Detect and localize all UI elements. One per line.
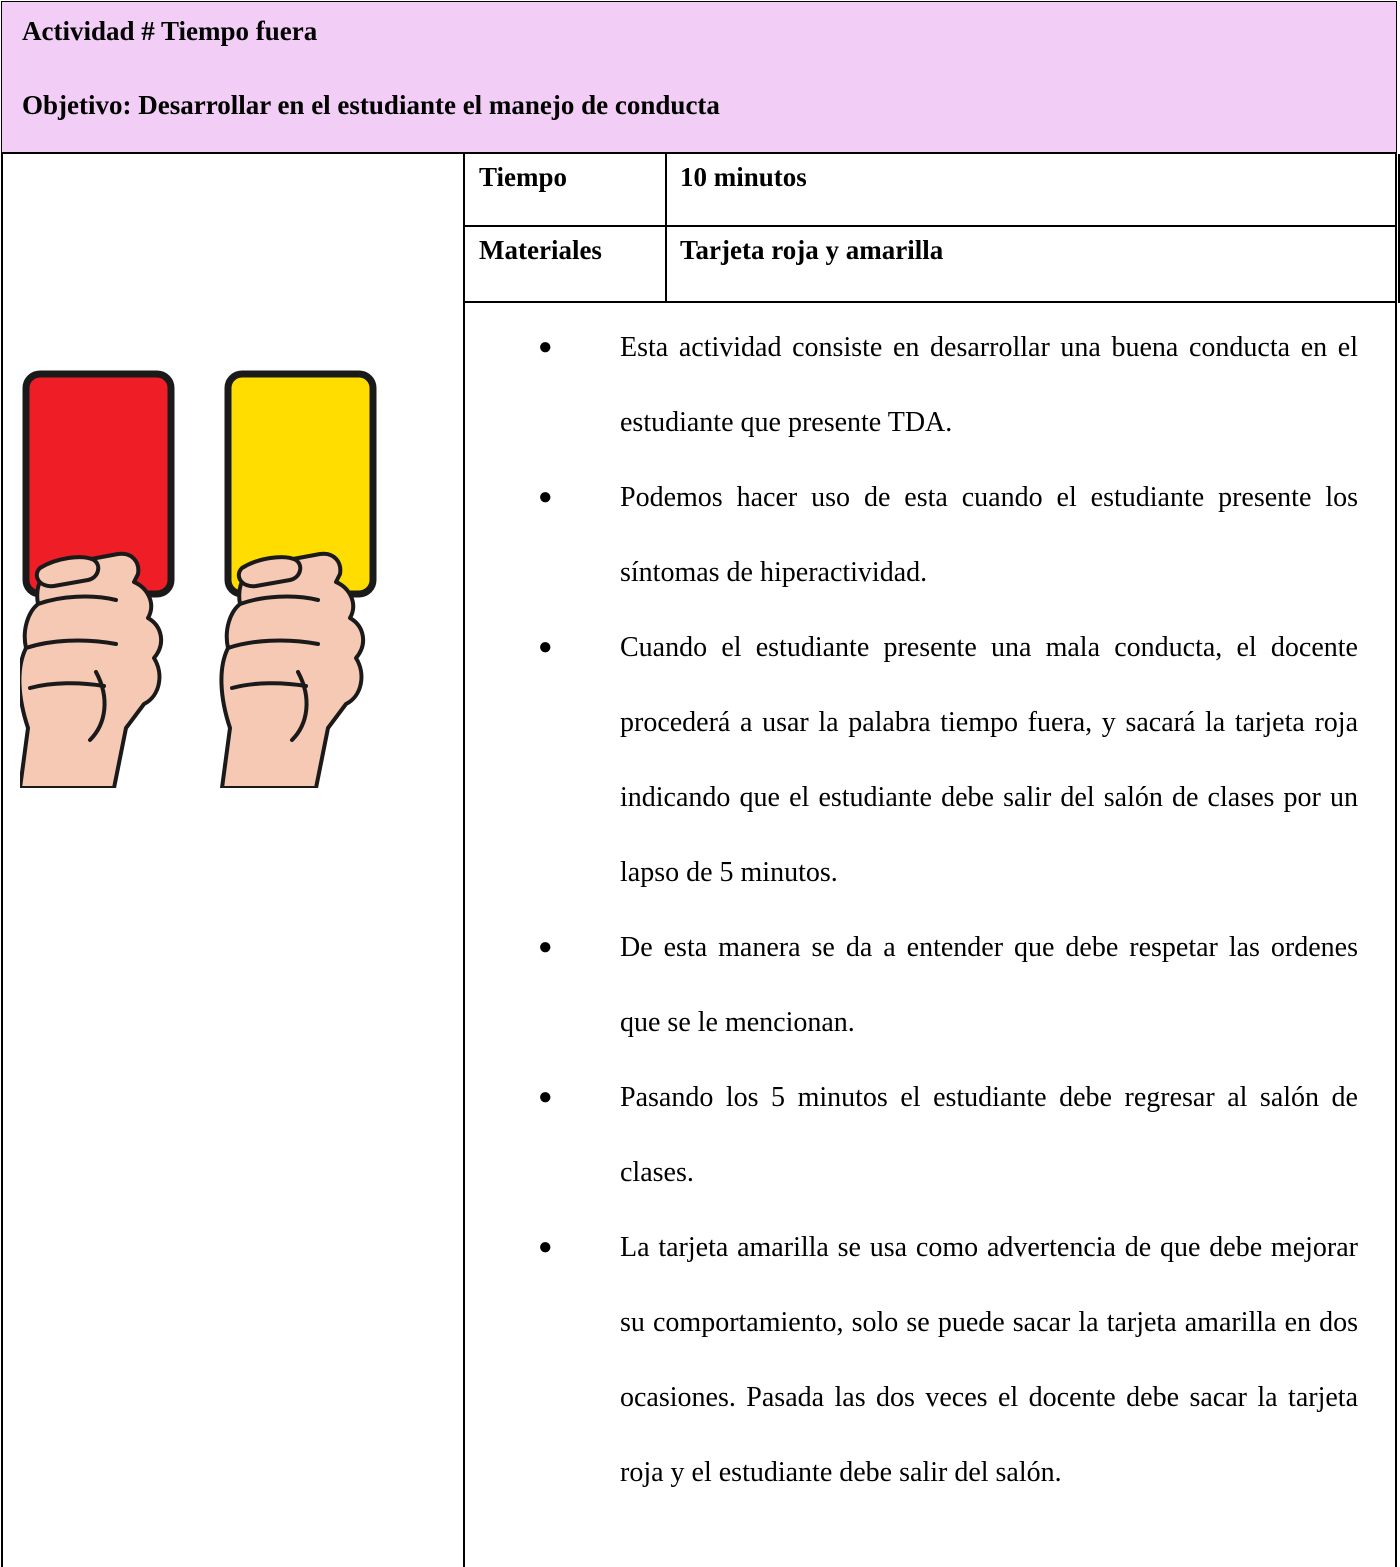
step-item: ●Esta actividad consiste en desarrollar … (538, 310, 1358, 460)
bullet-icon: ● (538, 484, 553, 510)
activity-steps: ●Esta actividad consiste en desarrollar … (538, 310, 1358, 1510)
time-value: 10 minutos (680, 162, 807, 192)
step-item: ●Pasando los 5 minutos el estudiante deb… (538, 1060, 1358, 1210)
bullet-icon: ● (538, 1234, 553, 1260)
activity-objective: Objetivo: Desarrollar en el estudiante e… (22, 90, 720, 120)
column-divider (463, 154, 465, 1567)
bullet-icon: ● (538, 934, 553, 960)
time-row: Tiempo 10 minutos (465, 154, 1396, 227)
activity-info: Tiempo 10 minutos Materiales Tarjeta roj… (465, 154, 1396, 303)
activity-title: Actividad # Tiempo fuera (22, 16, 318, 46)
step-item: ●Cuando el estudiante presente una mala … (538, 610, 1358, 910)
bullet-icon: ● (538, 1084, 553, 1110)
cell-divider (665, 154, 667, 225)
red-and-yellow-card-hands-icon (17, 368, 400, 790)
bullet-icon: ● (538, 634, 553, 660)
activity-header: Actividad # Tiempo fuera Objetivo: Desar… (2, 2, 1396, 154)
info-right-border (1398, 154, 1400, 303)
bullet-icon: ● (538, 334, 553, 360)
step-item: ●Podemos hacer uso de esta cuando el est… (538, 460, 1358, 610)
step-item: ●La tarjeta amarilla se usa como adverte… (538, 1210, 1358, 1510)
time-label: Tiempo (479, 162, 568, 192)
materials-value: Tarjeta roja y amarilla (680, 235, 944, 265)
step-item: ●De esta manera se da a entender que deb… (538, 910, 1358, 1060)
cell-divider (665, 227, 667, 301)
materials-label: Materiales (479, 235, 602, 265)
materials-row: Materiales Tarjeta roja y amarilla (465, 227, 1396, 303)
